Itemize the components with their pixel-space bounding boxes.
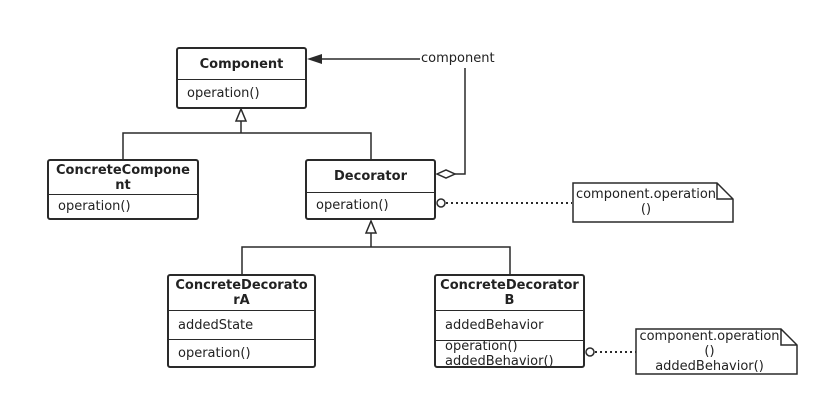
class-concrete-component[interactable]: ConcreteComponent operation() [47,159,199,220]
aggregation-diamond [435,169,457,179]
class-concrete-decorator-b[interactable]: ConcreteDecoratorB addedBehavior operati… [434,274,585,368]
note-anchor-decorator-b [585,347,595,357]
class-operations: operation() [169,339,314,366]
association-label: component [421,51,495,66]
class-attributes: addedState [169,310,314,339]
class-name: Component [199,56,284,72]
class-decorator[interactable]: Decorator operation() [305,159,436,220]
association-arrowhead [307,54,322,64]
class-operations: operation() [178,79,305,107]
note-shape-decorator-b [635,328,798,375]
class-component[interactable]: Component operation() [176,47,307,109]
generalization-arrowhead-decorator [364,219,378,234]
note-line: component.operation [575,187,717,202]
note-decorator: component.operation () [575,187,717,217]
class-concrete-decorator-a[interactable]: ConcreteDecoratorA addedState operation(… [167,274,316,368]
class-operations: operation() [307,192,434,218]
note-decorator-b: component.operation () addedBehavior() [638,329,781,374]
class-name: ConcreteDecoratorA [175,278,308,308]
note-line: () [704,344,715,359]
note-line: component.operation [639,329,780,344]
association-line-side [455,68,466,175]
class-name: Decorator [334,169,407,184]
class-name: ConcreteComponent [55,162,191,193]
class-operations: operation() addedBehavior() [436,340,583,366]
generalization-arrowhead-component [234,107,248,122]
generalization-line-component [122,132,372,160]
generalization-line-decorator [241,246,511,275]
note-anchor-decorator [436,198,446,208]
operation-item: operation() [445,340,518,354]
note-shape-decorator [572,182,734,223]
operation-item: addedBehavior() [445,353,554,367]
class-operations: operation() [49,194,197,218]
class-name: ConcreteDecoratorB [440,278,579,308]
note-line: addedBehavior() [655,359,764,374]
class-attributes: addedBehavior [436,310,583,340]
note-line: () [640,202,652,217]
